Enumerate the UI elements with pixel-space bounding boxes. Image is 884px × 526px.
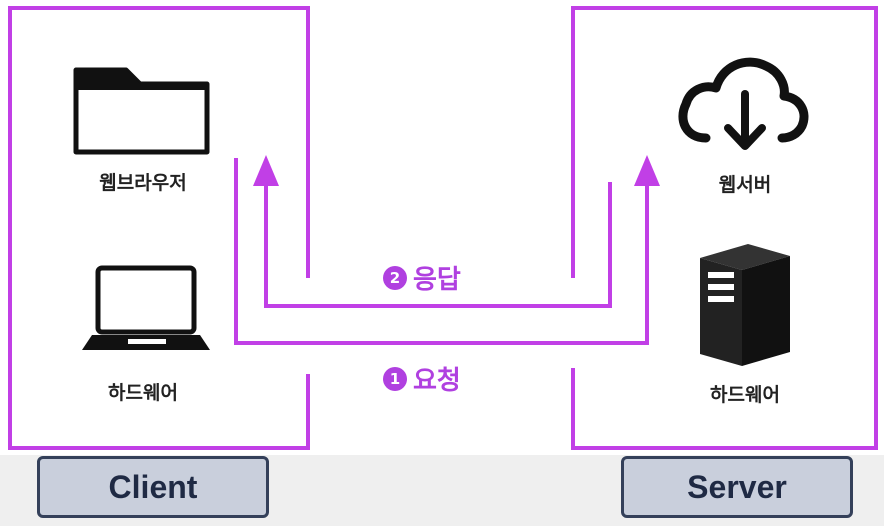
response-label: 응답: [413, 265, 461, 295]
request-number-badge: 1: [383, 366, 407, 391]
folder-icon: [73, 67, 210, 155]
request-path: [234, 158, 649, 345]
laptop-icon: [82, 265, 210, 350]
client-bracket: [8, 6, 310, 450]
request-label: 요청: [413, 366, 461, 396]
server-tower-icon: [700, 244, 790, 366]
request-message: 1 요청: [383, 360, 461, 397]
response-arrowhead: [253, 155, 279, 186]
response-path: [264, 182, 612, 308]
response-number-badge: 2: [383, 265, 407, 290]
cloud-download-icon: [678, 57, 809, 150]
server-label-hardware: 하드웨어: [710, 384, 780, 406]
client-title-box: Client: [37, 456, 269, 518]
client-label-hardware: 하드웨어: [108, 382, 178, 404]
response-message: 2 응답: [383, 259, 461, 296]
server-title-box: Server: [621, 456, 853, 518]
client-label-web-browser: 웹브라우저: [99, 172, 187, 194]
server-bracket: [571, 6, 878, 450]
request-arrowhead: [634, 155, 660, 186]
server-label-web-server: 웹서버: [718, 174, 772, 196]
